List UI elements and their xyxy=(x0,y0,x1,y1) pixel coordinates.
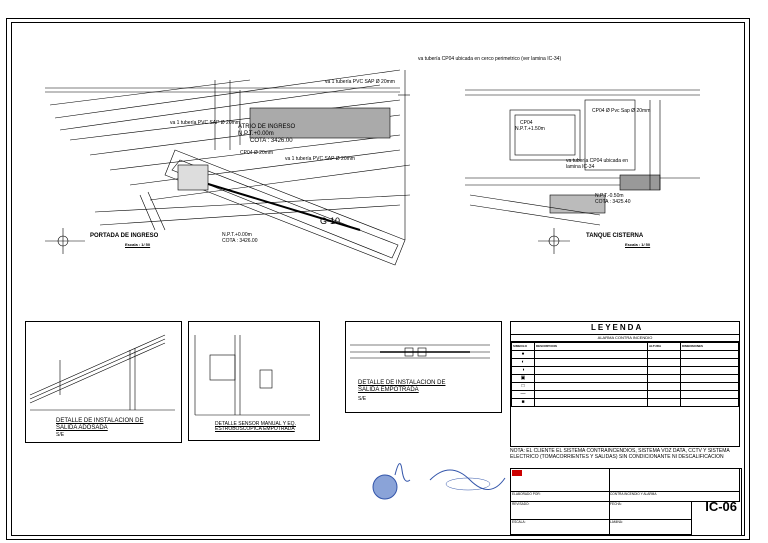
legend-subtitle: ALARMA CONTRA INCENDIO xyxy=(511,335,739,342)
legend-symbol: ◐ xyxy=(511,358,535,367)
detail-3-sub: S/E xyxy=(358,396,367,402)
legend-dim xyxy=(680,350,739,359)
detail-panel-1: DETALLE DE INSTALACION DE SALIDA ADOSADA… xyxy=(25,321,182,443)
legend-row: ▣ xyxy=(511,374,739,383)
drawing-frame xyxy=(11,22,745,536)
legend-dim xyxy=(680,382,739,391)
legend-symbol: ◑ xyxy=(511,366,535,375)
legend-table: LEYENDA ALARMA CONTRA INCENDIO SIMBOLO D… xyxy=(510,321,740,447)
plan-note: CP04 Ø 20mm xyxy=(240,150,274,156)
legend-row: □ xyxy=(511,382,739,391)
portada-plan-lines xyxy=(45,69,411,266)
sheet-code: IC-06 xyxy=(705,499,737,514)
legend-col-header: ALTURA xyxy=(647,342,681,351)
tank-note: CP04 Ø Pvc Sap Ø 20mm xyxy=(592,108,651,114)
title-block-project xyxy=(609,469,740,492)
general-note: NOTA: EL CLIENTE EL SISTEMA CONTRAINCEND… xyxy=(510,448,730,460)
logo-icon xyxy=(512,470,522,476)
legend-alt xyxy=(647,382,681,391)
detail-panel-2: DETALLE SENSOR MANUAL Y EQ. ESTROBOSCOPI… xyxy=(188,321,320,441)
legend-col-header: DIMENSIONES xyxy=(680,342,739,351)
detail-3-lines xyxy=(350,344,490,359)
legend-desc xyxy=(534,358,648,367)
legend-row: ◐ xyxy=(511,358,739,367)
legend-alt xyxy=(647,366,681,375)
detail-2-lines xyxy=(194,335,310,416)
tank-note: N.P.T.+1.50m xyxy=(515,126,545,132)
plan-note: G-10 xyxy=(320,216,341,226)
legend-symbol: ● xyxy=(511,350,535,359)
portada-title: PORTADA DE INGRESO xyxy=(90,233,159,239)
legend-desc xyxy=(534,382,648,391)
legend-row: ● xyxy=(511,350,739,359)
detail-3-title: DETALLE DE INSTALACION DE SALIDA EMPOTRA… xyxy=(358,380,446,393)
title-block-field: ELABORADO POR: xyxy=(511,491,610,502)
legend-desc xyxy=(534,350,648,359)
legend-col-header: SIMBOLO xyxy=(511,342,535,351)
plan-note: COTA : 3426.00 xyxy=(250,138,293,144)
plan-note: COTA : 3426.00 xyxy=(222,238,258,244)
tanque-title: TANQUE CISTERNA xyxy=(586,233,644,239)
plan-note: N.P.T.+0.00m xyxy=(238,131,274,137)
plan-note: ATRIO DE INGRESO xyxy=(238,124,296,130)
legend-alt xyxy=(647,390,681,399)
legend-desc xyxy=(534,374,648,383)
tank-note: va tubería CP04 ubicada en lamina IC-34 xyxy=(566,158,628,170)
legend-dim xyxy=(680,366,739,375)
plan-note: N.P.T.+0.00m xyxy=(222,232,252,238)
title-block: ELABORADO POR: CONTRA INCENDIO Y ALARMA … xyxy=(510,468,742,536)
portada-scale: Escala : 1/ 50 xyxy=(125,242,151,247)
legend-header: LEYENDA xyxy=(511,322,739,335)
legend-symbol: ▣ xyxy=(511,374,535,383)
plan-note: va 1 tubería PVC SAP Ø 20mm xyxy=(170,120,240,126)
tank-note: COTA : 3425.40 xyxy=(595,199,631,205)
detail-2-title: DETALLE SENSOR MANUAL Y EQ. ESTROBOSCOPI… xyxy=(215,421,296,432)
title-block-field: ESCALA: xyxy=(511,519,610,535)
legend-symbol: □ xyxy=(511,382,535,391)
tanque-scale: Escala : 1/ 50 xyxy=(625,242,651,247)
legend-alt xyxy=(647,374,681,383)
plan-note: va 1 tubería PVC SAP Ø 20mm xyxy=(325,79,395,85)
detail-1-sub: S/E xyxy=(56,432,65,438)
legend-dim xyxy=(680,398,739,407)
title-block-field: LAMINA: xyxy=(609,519,692,535)
legend-symbol: ■ xyxy=(511,398,535,407)
legend-desc xyxy=(534,398,648,407)
legend-alt xyxy=(647,358,681,367)
title-block-lamina: CONTRA INCENDIO Y ALARMA xyxy=(609,491,740,502)
legend-symbol: — xyxy=(511,390,535,399)
legend-dim xyxy=(680,390,739,399)
plan-note: va 1 tubería PVC SAP Ø 20mm xyxy=(285,156,355,162)
title-block-field: REVISADO: xyxy=(511,501,610,520)
legend-row: — xyxy=(511,390,739,399)
detail-1-title: DETALLE DE INSTALACION DE SALIDA ADOSADA xyxy=(56,418,144,431)
tanque-plan-lines xyxy=(465,89,700,254)
legend-desc xyxy=(534,366,648,375)
tank-note: N.P.T.-0.50m xyxy=(595,193,624,199)
legend-grid: SIMBOLO DESCRIPCION ALTURA DIMENSIONES ●… xyxy=(511,342,739,407)
legend-desc xyxy=(534,390,648,399)
legend-alt xyxy=(647,350,681,359)
legend-row: ■ xyxy=(511,398,739,407)
legend-col-header: DESCRIPCION xyxy=(534,342,648,351)
title-block-logo xyxy=(511,469,610,492)
legend-title: LEYENDA xyxy=(591,323,644,332)
legend-row: ◑ xyxy=(511,366,739,375)
detail-panel-3: DETALLE DE INSTALACION DE SALIDA EMPOTRA… xyxy=(345,321,502,413)
legend-dim xyxy=(680,374,739,383)
tank-note: CP04 xyxy=(520,120,533,126)
plan-note: va tubería CP04 ubicada en cerco perimet… xyxy=(418,56,562,62)
title-block-field: FECHA: xyxy=(609,501,692,520)
drawing-sheet xyxy=(6,18,750,540)
signature-seals xyxy=(372,463,506,500)
legend-dim xyxy=(680,358,739,367)
detail-1-lines xyxy=(29,334,175,411)
legend-alt xyxy=(647,398,681,407)
